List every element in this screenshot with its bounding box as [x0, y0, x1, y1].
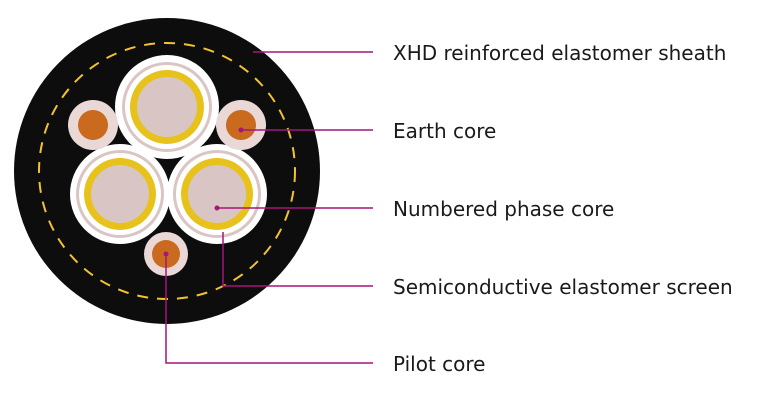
label-sheath: XHD reinforced elastomer sheath: [393, 41, 726, 65]
outer-sheath: [14, 18, 320, 324]
leader-line-pilot: [165, 254, 373, 364]
label-earth-core: Earth core: [393, 119, 496, 143]
phase-core-top: [115, 55, 219, 159]
leader-dot-earth: [238, 127, 244, 133]
label-phase-core: Numbered phase core: [393, 197, 614, 221]
earth-core-right: [216, 100, 266, 150]
earth-core-left: [68, 100, 118, 150]
phase-core-left: [70, 144, 170, 244]
leader-dot-pilot: [163, 251, 169, 257]
reinforcement-dashed-ring: [38, 42, 296, 300]
phase-core-right: [167, 144, 267, 244]
label-pilot-core: Pilot core: [393, 352, 486, 376]
label-screen: Semiconductive elastomer screen: [393, 275, 733, 299]
leader-line-screen: [222, 232, 373, 287]
leader-dot-phase: [214, 205, 220, 211]
